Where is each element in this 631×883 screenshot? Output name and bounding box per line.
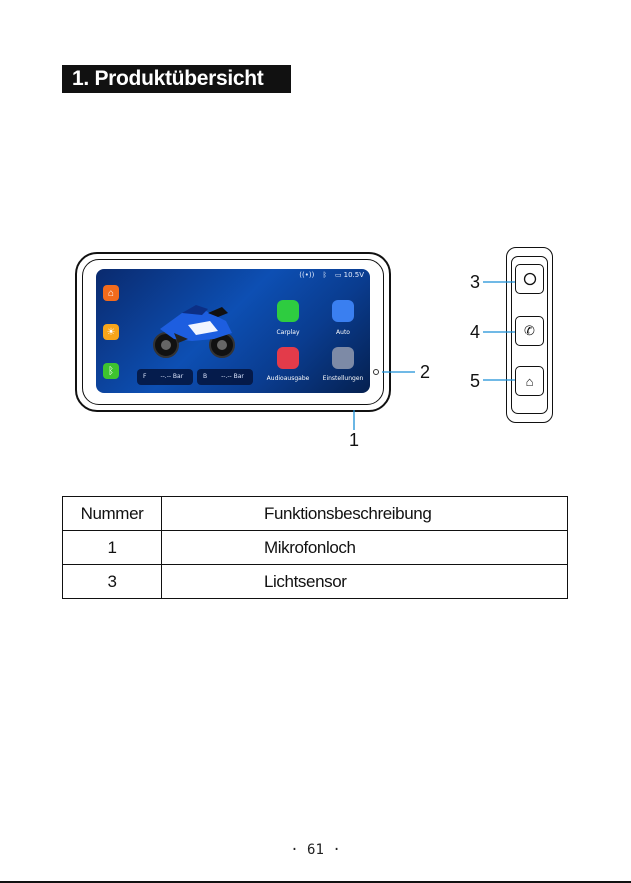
page-number: · 61 · [0, 842, 631, 858]
header-number: Nummer [63, 497, 162, 531]
table-header-row: Nummer Funktionsbeschreibung [63, 497, 568, 531]
function-table: Nummer Funktionsbeschreibung 1 Mikrofonl… [62, 496, 568, 599]
table-row: 1 Mikrofonloch [63, 531, 568, 565]
row-description: Mikrofonloch [162, 531, 568, 565]
callout-2: 2 [420, 362, 430, 383]
callout-1: 1 [349, 430, 359, 451]
row-number: 1 [63, 531, 162, 565]
row-description: Lichtsensor [162, 565, 568, 599]
header-description: Funktionsbeschreibung [162, 497, 568, 531]
callout-3: 3 [470, 272, 480, 293]
row-number: 3 [63, 565, 162, 599]
callout-5: 5 [470, 371, 480, 392]
callout-4: 4 [470, 322, 480, 343]
table-row: 3 Lichtsensor [63, 565, 568, 599]
